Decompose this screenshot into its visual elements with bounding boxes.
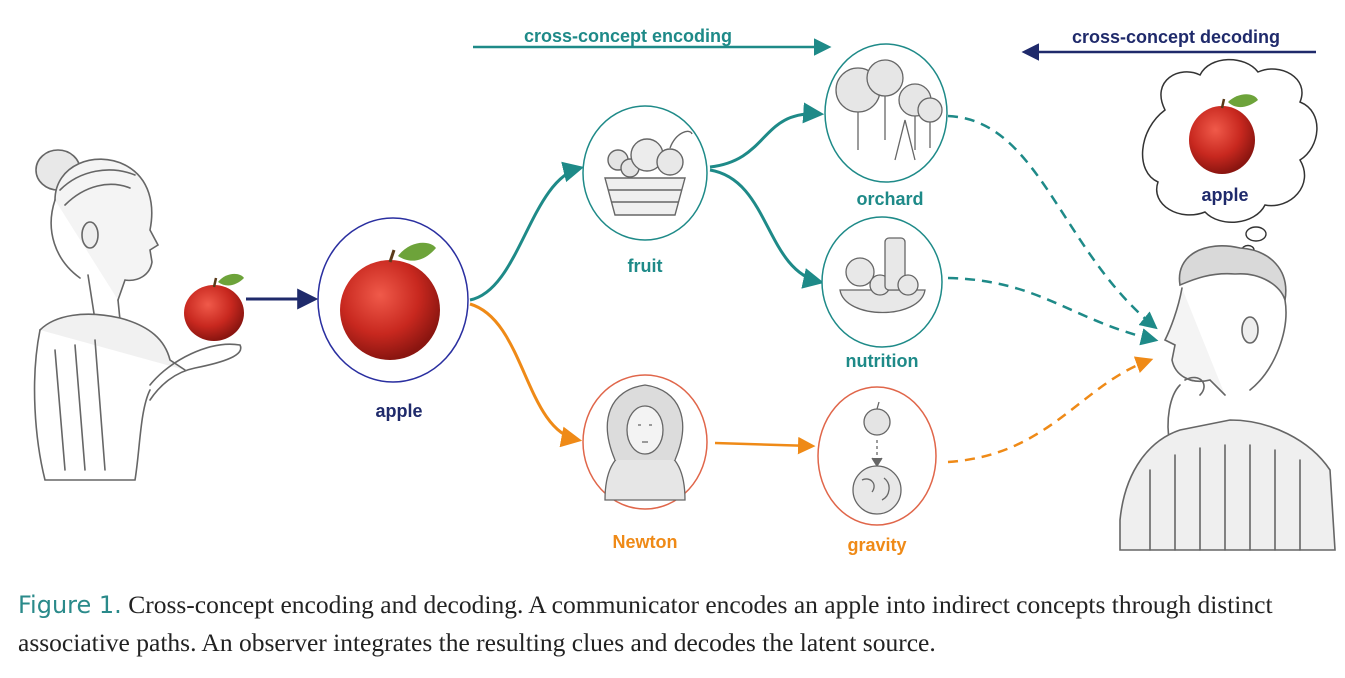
encoding-arrow: cross-concept encoding [473,26,832,56]
fruit-to-nutrition-arrow [709,168,825,289]
apple-to-newton-arrow [469,302,583,448]
figure-number: Figure 1. [18,591,122,619]
hand-apple [184,273,244,341]
thought-bubble: apple [1141,58,1318,256]
cross-concept-diagram: cross-concept encoding cross-concept dec… [33,26,1336,555]
nutrition-node: nutrition [821,216,943,371]
newton-label: Newton [613,532,678,552]
gravity-to-observer-arrow [947,356,1154,464]
fruit-node: fruit [582,105,708,276]
figure-caption: Figure 1. Cross-concept encoding and dec… [18,586,1328,661]
gravity-label: gravity [847,535,906,555]
decoding-label: cross-concept decoding [1072,27,1280,47]
fruit-label: fruit [628,256,663,276]
communicator-woman-illustration [33,149,242,481]
apple-node: apple [317,217,469,421]
gravity-node: gravity [817,386,937,555]
encoding-label: cross-concept encoding [524,26,732,46]
apple-label: apple [375,401,422,421]
orchard-node: orchard [824,43,948,209]
newton-node: Newton [582,374,708,552]
orchard-label: orchard [856,189,923,209]
nutrition-to-observer-arrow [947,276,1159,346]
decoding-arrow: cross-concept decoding [1021,27,1316,61]
observer-man-illustration [1119,245,1336,551]
apple-to-fruit-arrow [469,161,585,302]
thought-apple-label: apple [1201,185,1248,205]
caption-text: Cross-concept encoding and decoding. A c… [18,590,1273,657]
orchard-to-observer-arrow [947,114,1158,330]
newton-to-gravity-arrow [714,436,816,455]
fruit-to-orchard-arrow [709,102,825,169]
nutrition-label: nutrition [846,351,919,371]
